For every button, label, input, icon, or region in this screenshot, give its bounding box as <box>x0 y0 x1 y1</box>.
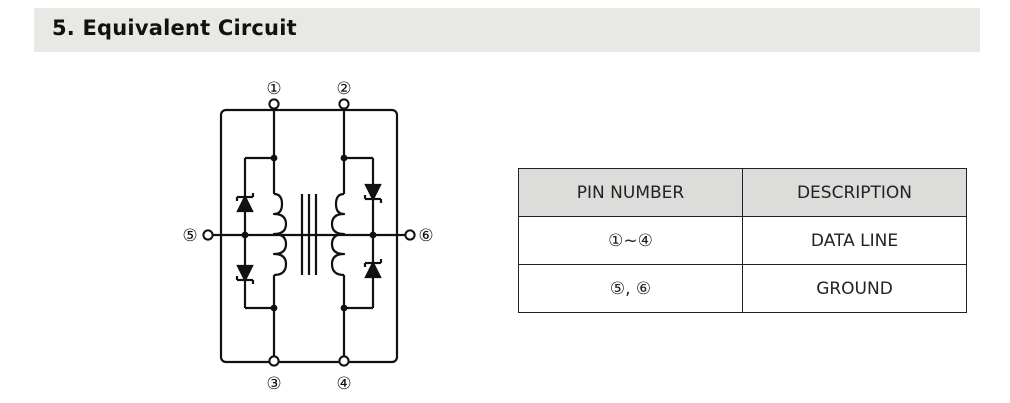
pin-label-2: ② <box>336 79 351 99</box>
pin-label-3: ③ <box>266 374 281 394</box>
pin-description-table: PIN NUMBER DESCRIPTION ①~④ DATA LINE ⑤, … <box>518 168 967 313</box>
table-cell-description: GROUND <box>742 264 967 313</box>
terminal-pin-3 <box>268 355 280 367</box>
tvs-diode-left-top <box>235 191 255 213</box>
pin-label-5: ⑤ <box>182 226 197 246</box>
terminal-pin-2 <box>338 98 350 110</box>
pin-label-6: ⑥ <box>418 226 433 246</box>
pin-label-1: ① <box>266 79 281 99</box>
terminal-pin-5 <box>202 229 214 241</box>
pin-label-4: ④ <box>336 374 351 394</box>
terminal-pin-1 <box>268 98 280 110</box>
table-row: ①~④ DATA LINE <box>518 216 967 265</box>
circuit-wiring <box>212 104 406 364</box>
section-header: 5. Equivalent Circuit <box>34 8 980 52</box>
table-cell-description: DATA LINE <box>742 216 967 265</box>
table-header-row: PIN NUMBER DESCRIPTION <box>518 168 967 217</box>
column-header-pin-number: PIN NUMBER <box>518 168 743 217</box>
terminal-pin-4 <box>338 355 350 367</box>
column-header-description: DESCRIPTION <box>742 168 967 217</box>
table-cell-pin: ⑤, ⑥ <box>518 264 743 313</box>
coil-left <box>272 192 288 277</box>
section-title: 5. Equivalent Circuit <box>52 16 297 40</box>
table-row: ⑤, ⑥ GROUND <box>518 264 967 313</box>
pin-terminals <box>202 98 416 367</box>
tvs-diode-right-top <box>363 183 383 205</box>
table-cell-pin: ①~④ <box>518 216 743 265</box>
tvs-diode-left-bottom <box>235 264 255 286</box>
coil-right <box>330 192 346 277</box>
junction-dots <box>241 154 377 312</box>
terminal-pin-6 <box>404 229 416 241</box>
tvs-diode-right-bottom <box>363 257 383 279</box>
